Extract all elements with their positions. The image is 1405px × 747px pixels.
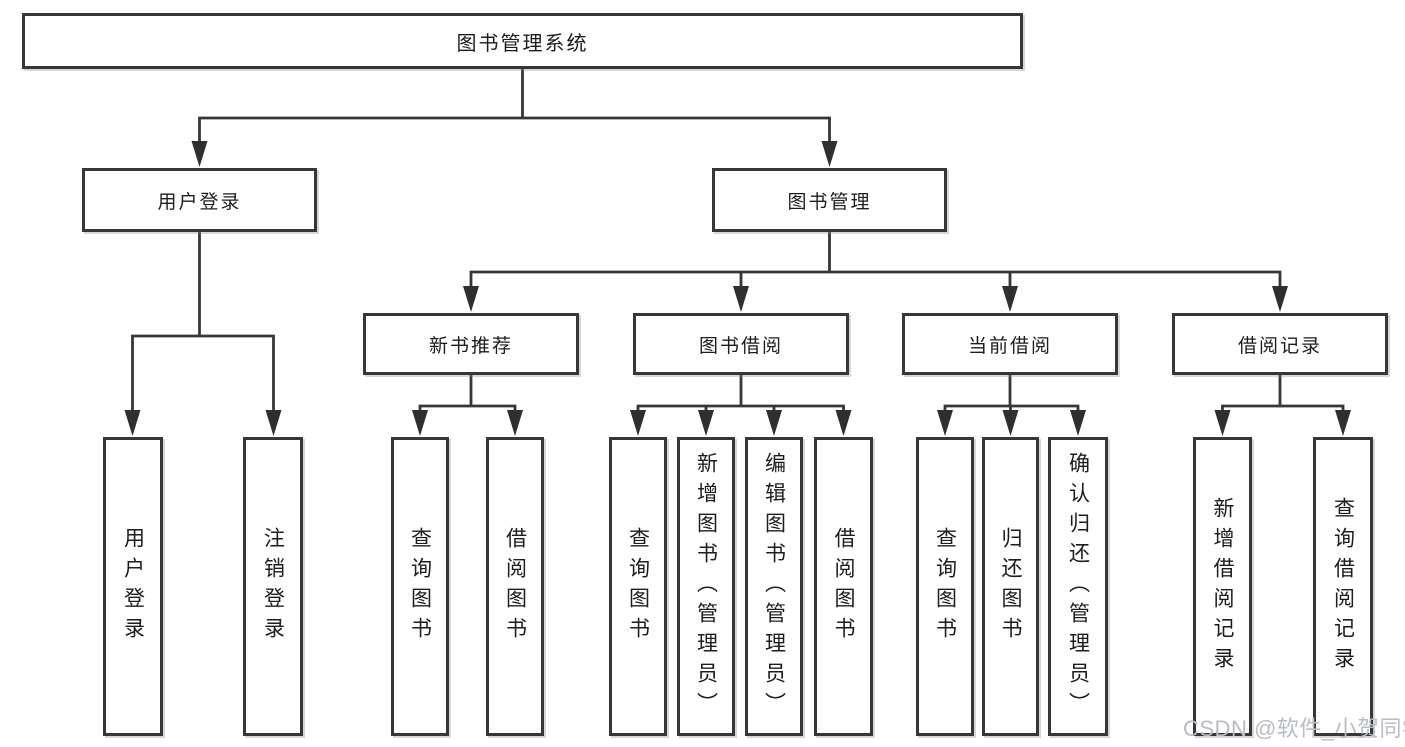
node-book-borrowing: 图书借阅	[633, 313, 849, 375]
leaf-label: 查询借阅记录	[1331, 496, 1355, 677]
node-new-book-recommendation: 新书推荐	[363, 313, 579, 375]
connector-userlogin-to-leaves	[131, 232, 275, 422]
arrow-down-icon	[733, 286, 749, 312]
node-borrowing-records: 借阅记录	[1172, 313, 1388, 375]
arrow-down-icon	[507, 410, 523, 436]
leaf-label: 新增图书（管理员）	[694, 451, 718, 722]
arrow-down-icon	[1335, 410, 1351, 436]
arrow-down-icon	[1002, 410, 1019, 436]
leaf-search-borrow-record: 查询借阅记录	[1313, 437, 1373, 736]
arrow-down-icon	[265, 410, 282, 436]
connector-newbooks-to-leaves	[418, 375, 517, 422]
leaf-add-books-admin: 新增图书（管理员）	[677, 437, 735, 736]
leaf-label: 编辑图书（管理员）	[762, 451, 786, 722]
leaf-return-books: 归还图书	[982, 437, 1039, 736]
connector-root-to-level2	[198, 68, 831, 152]
node-label: 图书借阅	[698, 335, 783, 357]
arrow-down-icon	[412, 410, 428, 436]
leaf-label: 归还图书	[999, 526, 1022, 647]
leaf-add-borrow-record: 新增借阅记录	[1193, 437, 1252, 736]
leaf-borrow-books-newbooks: 借阅图书	[486, 437, 544, 736]
arrowheads	[124, 141, 1351, 436]
arrow-down-icon	[1272, 286, 1288, 312]
node-current-borrowing: 当前借阅	[902, 313, 1118, 375]
arrow-down-icon	[1070, 410, 1086, 436]
leaf-edit-books-admin: 编辑图书（管理员）	[745, 437, 803, 736]
arrow-down-icon	[1002, 286, 1018, 312]
connector-borrowing-to-leaves	[636, 375, 845, 422]
leaf-label: 借阅图书	[832, 526, 855, 647]
node-label: 当前借阅	[967, 335, 1052, 357]
leaf-label: 新增借阅记录	[1211, 496, 1234, 677]
node-label: 图书管理	[787, 191, 872, 213]
leaf-label: 查询图书	[933, 526, 957, 647]
node-book-management: 图书管理	[712, 168, 947, 232]
arrow-down-icon	[835, 410, 852, 436]
arrow-down-icon	[766, 410, 782, 436]
leaf-label: 确认归还（管理员）	[1066, 451, 1090, 722]
leaf-label: 查询图书	[626, 526, 650, 647]
node-label: 借阅记录	[1237, 335, 1322, 357]
leaf-search-books-borrowing: 查询图书	[609, 437, 667, 736]
csdn-watermark: CSDN @软件_小贺同学	[1183, 716, 1405, 741]
leaf-label: 注销登录	[261, 526, 285, 647]
arrow-down-icon	[698, 410, 714, 436]
leaf-confirm-return-admin: 确认归还（管理员）	[1048, 437, 1108, 736]
arrow-down-icon	[1214, 410, 1231, 436]
connector-bookmgmt-to-level3	[469, 232, 1282, 298]
node-library-management-system: 图书管理系统	[22, 13, 1023, 69]
node-user-login: 用户登录	[82, 168, 317, 232]
arrow-down-icon	[821, 141, 838, 167]
leaf-search-books-newbooks: 查询图书	[391, 437, 449, 736]
node-label: 新书推荐	[428, 335, 513, 357]
leaf-user-login: 用户登录	[103, 437, 163, 736]
node-label: 图书管理系统	[456, 32, 589, 55]
arrow-down-icon	[124, 410, 141, 436]
arrow-down-icon	[191, 141, 208, 167]
arrow-down-icon	[463, 286, 479, 312]
connector-records-to-leaves	[1221, 375, 1345, 422]
leaf-label: 用户登录	[121, 526, 145, 647]
leaf-label: 查询图书	[408, 526, 432, 647]
leaf-logout: 注销登录	[243, 437, 303, 736]
leaf-label: 借阅图书	[503, 526, 527, 647]
leaf-search-books-current: 查询图书	[916, 437, 974, 736]
node-label: 用户登录	[157, 191, 242, 213]
arrow-down-icon	[630, 410, 646, 436]
arrow-down-icon	[937, 410, 953, 436]
leaf-borrow-books-borrowing: 借阅图书	[814, 437, 873, 736]
